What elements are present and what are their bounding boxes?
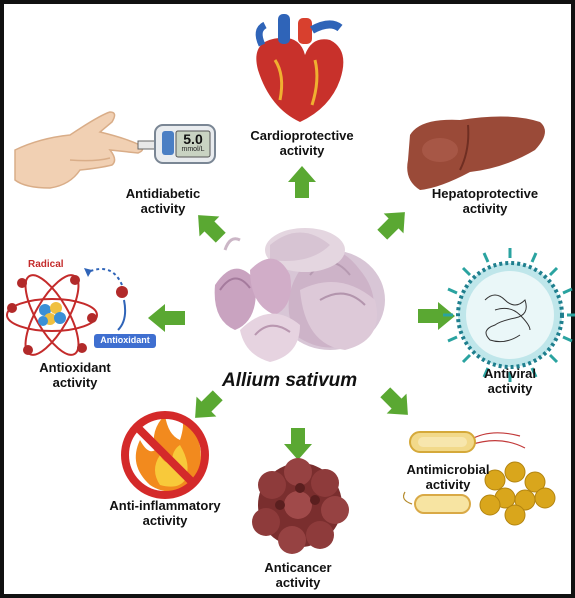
hand-icon bbox=[14, 111, 144, 189]
label-antimicrobial: Antimicrobial activity bbox=[398, 462, 498, 492]
arrow-downright-antimicrobial bbox=[380, 387, 408, 415]
label-antiviral-line2: activity bbox=[487, 381, 533, 396]
radical-label: Radical bbox=[28, 259, 64, 270]
heart-icon bbox=[255, 14, 344, 122]
label-anticancer-line1: Anticancer bbox=[264, 560, 332, 575]
label-antidiabetic-line1: Antidiabetic bbox=[125, 186, 201, 201]
antioxidant-badge-label: Antioxidant bbox=[100, 335, 150, 345]
label-antimicrobial-line1: Antimicrobial bbox=[406, 462, 490, 477]
label-antiviral-line1: Antiviral bbox=[483, 366, 536, 381]
label-anti-inflammatory-line1: Anti-inflammatory bbox=[109, 498, 221, 513]
label-anti-inflammatory: Anti-inflammatory activity bbox=[90, 498, 240, 528]
label-cardioprotective-line2: activity bbox=[279, 143, 325, 158]
label-antioxidant-line2: activity bbox=[52, 375, 98, 390]
arrow-up-cardio bbox=[288, 166, 316, 198]
label-hepatoprotective-line2: activity bbox=[462, 201, 508, 216]
center-title: Allium sativum bbox=[222, 370, 358, 391]
glucometer-reading: 5.0 bbox=[183, 131, 203, 147]
arrow-left-antioxidant bbox=[148, 304, 185, 332]
garlic-icon bbox=[214, 228, 385, 362]
label-anticancer: Anticancer activity bbox=[248, 560, 348, 590]
arrow-upleft-antidiabetic bbox=[198, 215, 226, 243]
label-antioxidant: Antioxidant activity bbox=[20, 360, 130, 390]
arrow-upright-hepato bbox=[377, 212, 405, 240]
glucometer-unit: mmol/L bbox=[181, 146, 205, 153]
cancer-cell-icon bbox=[252, 458, 349, 554]
glucometer-icon bbox=[137, 124, 216, 164]
label-anti-inflammatory-line2: activity bbox=[142, 513, 188, 528]
liver-icon bbox=[407, 116, 545, 190]
no-fire-icon bbox=[121, 411, 209, 499]
arrow-downleft-antiinflammatory bbox=[195, 390, 223, 418]
arrow-down-anticancer bbox=[284, 428, 312, 460]
label-hepatoprotective: Hepatoprotective activity bbox=[415, 186, 555, 216]
atom-icon bbox=[6, 268, 156, 356]
label-antidiabetic: Antidiabetic activity bbox=[108, 186, 218, 216]
label-cardioprotective: Cardioprotective activity bbox=[232, 128, 372, 158]
label-anticancer-line2: activity bbox=[275, 575, 321, 590]
virus-icon bbox=[443, 248, 575, 382]
bacteria-icon bbox=[402, 431, 556, 526]
label-antiviral: Antiviral activity bbox=[465, 366, 555, 396]
label-antioxidant-line1: Antioxidant bbox=[39, 360, 111, 375]
label-antidiabetic-line2: activity bbox=[140, 201, 186, 216]
label-hepatoprotective-line1: Hepatoprotective bbox=[431, 186, 539, 201]
label-antimicrobial-line2: activity bbox=[425, 477, 471, 492]
label-cardioprotective-line1: Cardioprotective bbox=[250, 128, 354, 143]
